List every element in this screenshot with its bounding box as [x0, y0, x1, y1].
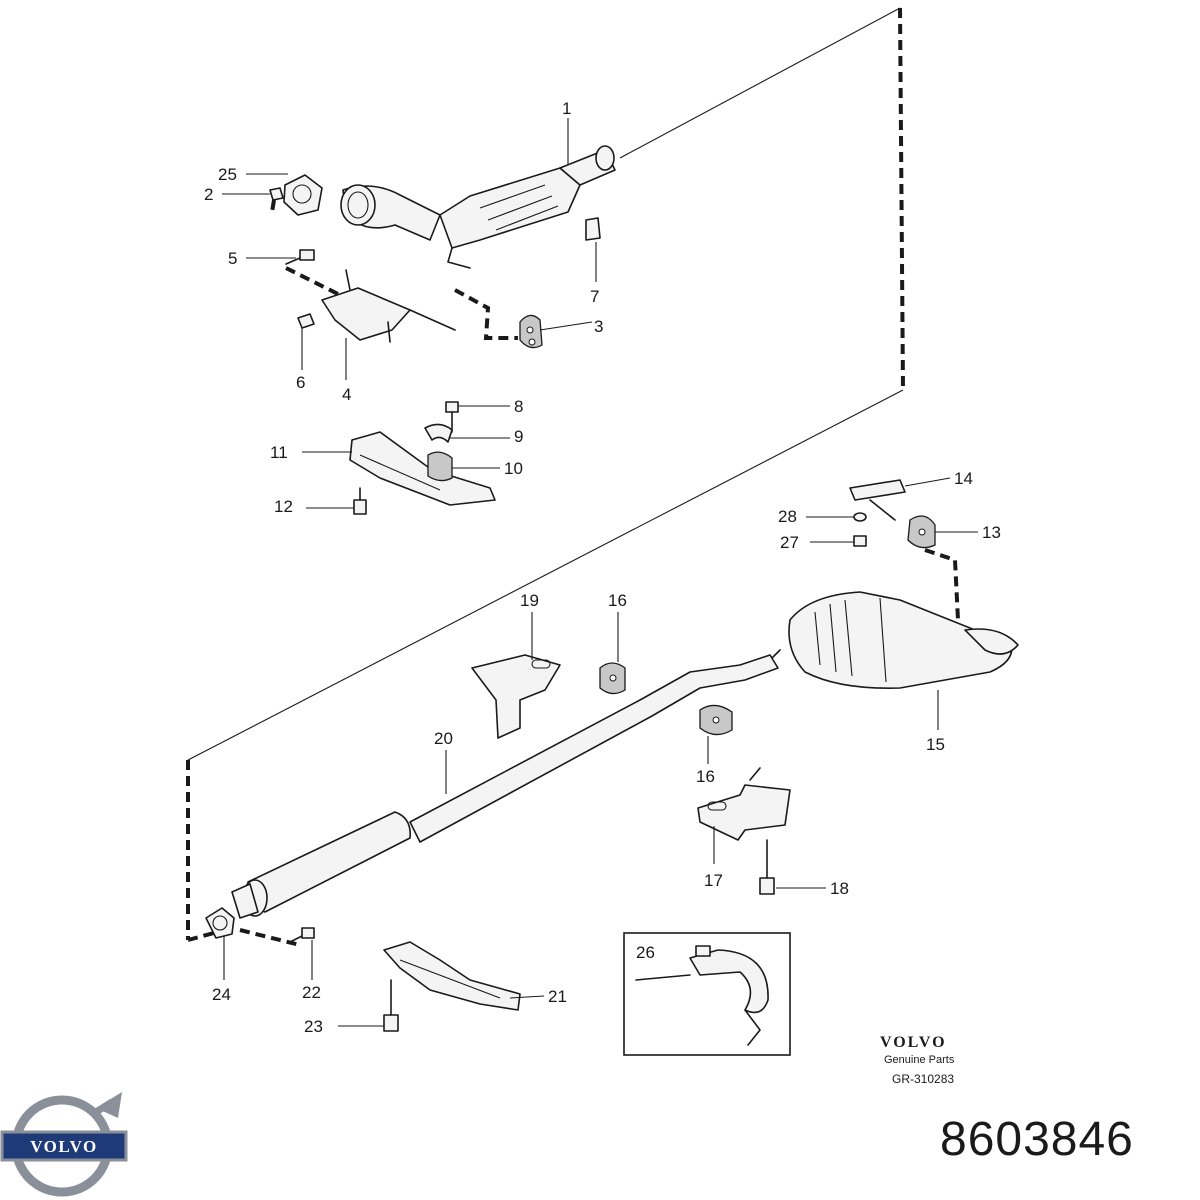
callout-20: 20: [434, 729, 453, 748]
crossmember-bracket: [349, 401, 496, 515]
callout-2: 2: [204, 185, 213, 204]
callout-11: 11: [270, 443, 288, 462]
rubber-hanger-16-upper: [599, 662, 626, 695]
callout-numbers: 1 2 3 4 5 6 7 8 9 10 11 12 13 14 15 16 1…: [204, 99, 1001, 1036]
heat-shield-bracket: [321, 269, 456, 343]
callout-17: 17: [704, 871, 723, 890]
callout-7: 7: [590, 287, 599, 306]
bolt-22: [289, 927, 315, 943]
callout-16-lower: 16: [696, 767, 715, 786]
clamp-inset-box: [623, 932, 791, 1056]
flange-nut: [269, 187, 284, 201]
bracket-21: [383, 941, 521, 1011]
bolt-23: [383, 979, 399, 1032]
callout-6: 6: [296, 373, 305, 392]
callout-24: 24: [212, 985, 231, 1004]
callout-28: 28: [778, 507, 797, 526]
callout-12: 12: [274, 497, 293, 516]
washer-28: [853, 512, 867, 522]
callout-3: 3: [594, 317, 603, 336]
callout-26: 26: [636, 943, 655, 962]
callout-19: 19: [520, 591, 539, 610]
front-flange-gasket: [205, 907, 235, 939]
nut-6: [297, 313, 315, 329]
bolt-27: [853, 535, 867, 547]
flange-gasket: [283, 174, 323, 216]
callout-16-upper: 16: [608, 591, 627, 610]
hanger-bracket-17: [697, 767, 791, 841]
catalytic-converter: [340, 145, 616, 269]
hanger-bracket-19: [471, 654, 561, 739]
callout-10: 10: [504, 459, 523, 478]
volvo-iron-mark-icon: VOLVO: [0, 1092, 128, 1197]
rubber-hanger-16-lower: [699, 704, 733, 736]
callout-8: 8: [514, 397, 523, 416]
rubber-hanger-3: [519, 314, 543, 349]
part-number: 8603846: [940, 1113, 1134, 1166]
callout-15: 15: [926, 735, 945, 754]
callout-4: 4: [342, 385, 351, 404]
callout-18: 18: [830, 879, 849, 898]
diagram-code: GR-310283: [892, 1072, 955, 1086]
callout-23: 23: [304, 1017, 323, 1036]
nut-7: [585, 217, 601, 241]
callout-13: 13: [982, 523, 1001, 542]
rear-muffler: [769, 591, 1019, 689]
callout-5: 5: [228, 249, 237, 268]
callout-25: 25: [218, 165, 237, 184]
assembly-boundary: [186, 7, 960, 947]
rear-hanger-bracket: [849, 479, 906, 521]
genuine-parts-label: Genuine Parts: [884, 1054, 955, 1066]
bolt-18: [759, 839, 775, 895]
bolt-5: [285, 249, 315, 265]
logo-wordmark: VOLVO: [30, 1137, 98, 1156]
callout-22: 22: [302, 983, 321, 1002]
intermediate-pipe: [231, 654, 779, 919]
callout-27: 27: [780, 533, 799, 552]
callout-1: 1: [562, 99, 571, 118]
callout-21: 21: [548, 987, 567, 1006]
leader-lines: [222, 118, 978, 1027]
brand-wordmark: VOLVO: [880, 1034, 947, 1051]
callout-14: 14: [954, 469, 973, 488]
rubber-hanger-13: [907, 515, 936, 549]
callout-9: 9: [514, 427, 523, 446]
